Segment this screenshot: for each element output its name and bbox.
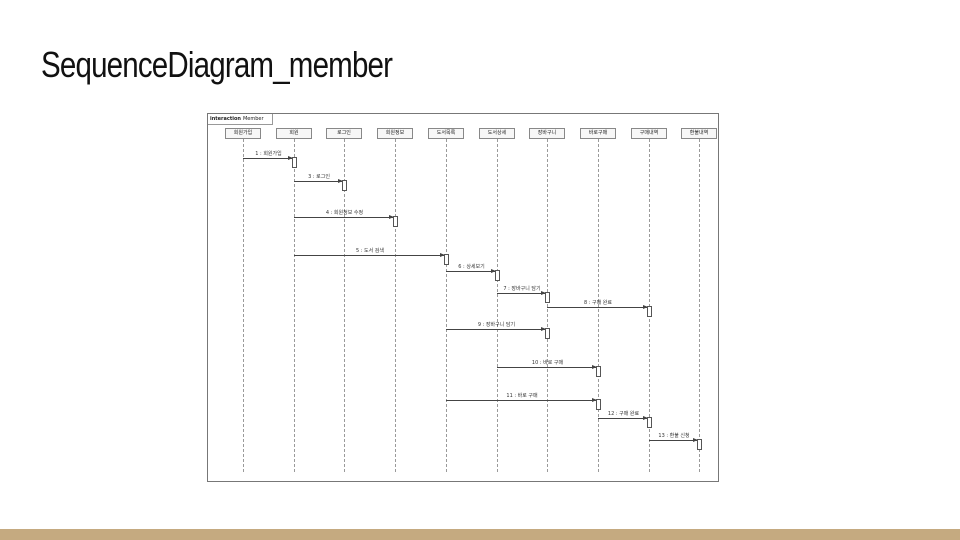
message-arrow (497, 291, 546, 295)
activation-bar (444, 254, 449, 265)
message-label: 8 : 구매 완료 (583, 300, 613, 306)
lifeline-head: 환불내역 (681, 128, 717, 139)
message-arrow (649, 438, 698, 442)
activation-bar (495, 270, 500, 281)
lifeline-line (649, 139, 650, 472)
frame-name: Member (242, 116, 264, 122)
message-label: 13 : 환불 신청 (658, 433, 690, 439)
message-arrow (598, 416, 648, 420)
lifeline-line (395, 139, 396, 472)
activation-bar (647, 306, 652, 317)
lifeline-head: 바로구매 (580, 128, 616, 139)
activation-bar (393, 216, 398, 227)
message-label: 10 : 바로 구매 (531, 360, 564, 366)
slide-title: SequenceDiagram_member (41, 44, 393, 85)
message-arrow (446, 398, 597, 402)
message-label: 5 : 도서 검색 (355, 248, 385, 254)
message-label: 12 : 구매 완료 (607, 411, 640, 417)
activation-bar (596, 366, 601, 377)
activation-bar (342, 180, 347, 191)
lifeline-head: 로그인 (326, 128, 362, 139)
activation-bar (596, 399, 601, 410)
message-label: 3 : 로그인 (308, 174, 330, 180)
lifeline-head: 구매내역 (631, 128, 667, 139)
lifeline-head: 회원가입 (225, 128, 261, 139)
lifeline-line (446, 139, 447, 472)
lifeline-head: 도서목록 (428, 128, 464, 139)
activation-bar (292, 157, 297, 168)
message-arrow (446, 327, 546, 331)
activation-bar (545, 328, 550, 339)
lifeline-head: 회원정보 (377, 128, 413, 139)
lifeline-line (294, 139, 295, 472)
message-label: 9 : 장바구니 담기 (477, 322, 516, 328)
lifeline-line (598, 139, 599, 472)
message-arrow (294, 253, 445, 257)
message-label: 6 : 상세보기 (458, 264, 485, 270)
message-arrow (294, 215, 394, 219)
message-label: 1 : 회원가입 (255, 151, 282, 157)
message-label: 7 : 장바구니 담기 (503, 286, 541, 292)
message-arrow (446, 269, 496, 273)
lifeline-line (699, 139, 700, 472)
frame-keyword: interaction (210, 116, 241, 122)
activation-bar (697, 439, 702, 450)
message-label: 11 : 바로 구매 (506, 393, 538, 399)
lifeline-head: 회원 (276, 128, 312, 139)
message-arrow (497, 365, 597, 369)
message-label: 4 : 회원정보 수정 (325, 210, 364, 216)
lifeline-line (547, 139, 548, 472)
message-arrow (243, 156, 293, 160)
lifeline-head: 도서상세 (479, 128, 515, 139)
lifeline-line (243, 139, 244, 472)
activation-bar (647, 417, 652, 428)
lifeline-line (344, 139, 345, 472)
message-arrow (294, 179, 343, 183)
footer-bar (0, 529, 960, 540)
lifeline-line (497, 139, 498, 472)
lifeline-head: 장바구니 (529, 128, 565, 139)
message-arrow (547, 305, 648, 309)
activation-bar (545, 292, 550, 303)
